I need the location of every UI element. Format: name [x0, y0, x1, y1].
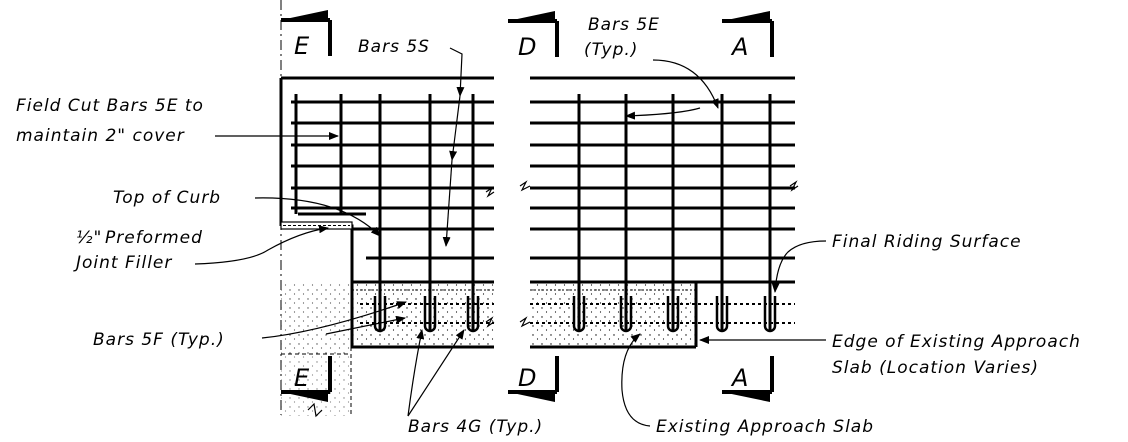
section-label-a-top: A — [730, 33, 748, 61]
label-bars-5e-line2: (Typ.) — [584, 40, 638, 60]
section-mark-a-bottom — [722, 356, 774, 402]
section-mark-e-top — [281, 10, 332, 56]
label-preformed-line2: Joint Filler — [73, 253, 172, 273]
label-preformed-line1: Preformed — [105, 228, 203, 248]
bars-5f-hooks — [373, 296, 777, 333]
right-slab-outline — [530, 76, 795, 349]
section-label-e-top: E — [294, 32, 310, 60]
section-mark-d-top — [508, 11, 559, 57]
concrete-hatching — [281, 283, 696, 416]
section-label-d-top: D — [518, 33, 536, 61]
label-bars-5f: Bars 5F (Typ.) — [93, 330, 225, 350]
section-mark-d-bottom — [508, 356, 559, 402]
bars-5e-right — [530, 100, 795, 260]
joint-filler — [280, 221, 353, 230]
bars-5s-left — [294, 94, 475, 330]
section-mark-a-top — [722, 11, 774, 57]
label-field-cut-line1: Field Cut Bars 5E to — [16, 96, 204, 116]
section-label-e-bottom: E — [294, 364, 310, 392]
label-final-riding-surface: Final Riding Surface — [832, 232, 1022, 252]
label-preformed-fraction: ½" — [76, 228, 102, 248]
leader-lines — [194, 47, 827, 427]
label-edge-line2: Slab (Location Varies) — [832, 358, 1039, 378]
label-top-of-curb: Top of Curb — [113, 188, 221, 208]
label-bars-5e-line1: Bars 5E — [588, 15, 660, 35]
label-bars-5s: Bars 5S — [358, 37, 430, 57]
label-existing-approach-slab: Existing Approach Slab — [656, 417, 874, 437]
bars-5e-left — [291, 100, 494, 260]
bars-5s-right — [577, 94, 772, 330]
label-edge-line1: Edge of Existing Approach — [832, 332, 1081, 352]
label-bars-4g: Bars 4G (Typ.) — [408, 417, 543, 437]
break-marks — [307, 180, 799, 418]
section-label-a-bottom: A — [730, 364, 748, 392]
label-field-cut-line2: maintain 2" cover — [16, 126, 185, 146]
section-label-d-bottom: D — [518, 364, 536, 392]
bars-4g — [360, 303, 795, 324]
